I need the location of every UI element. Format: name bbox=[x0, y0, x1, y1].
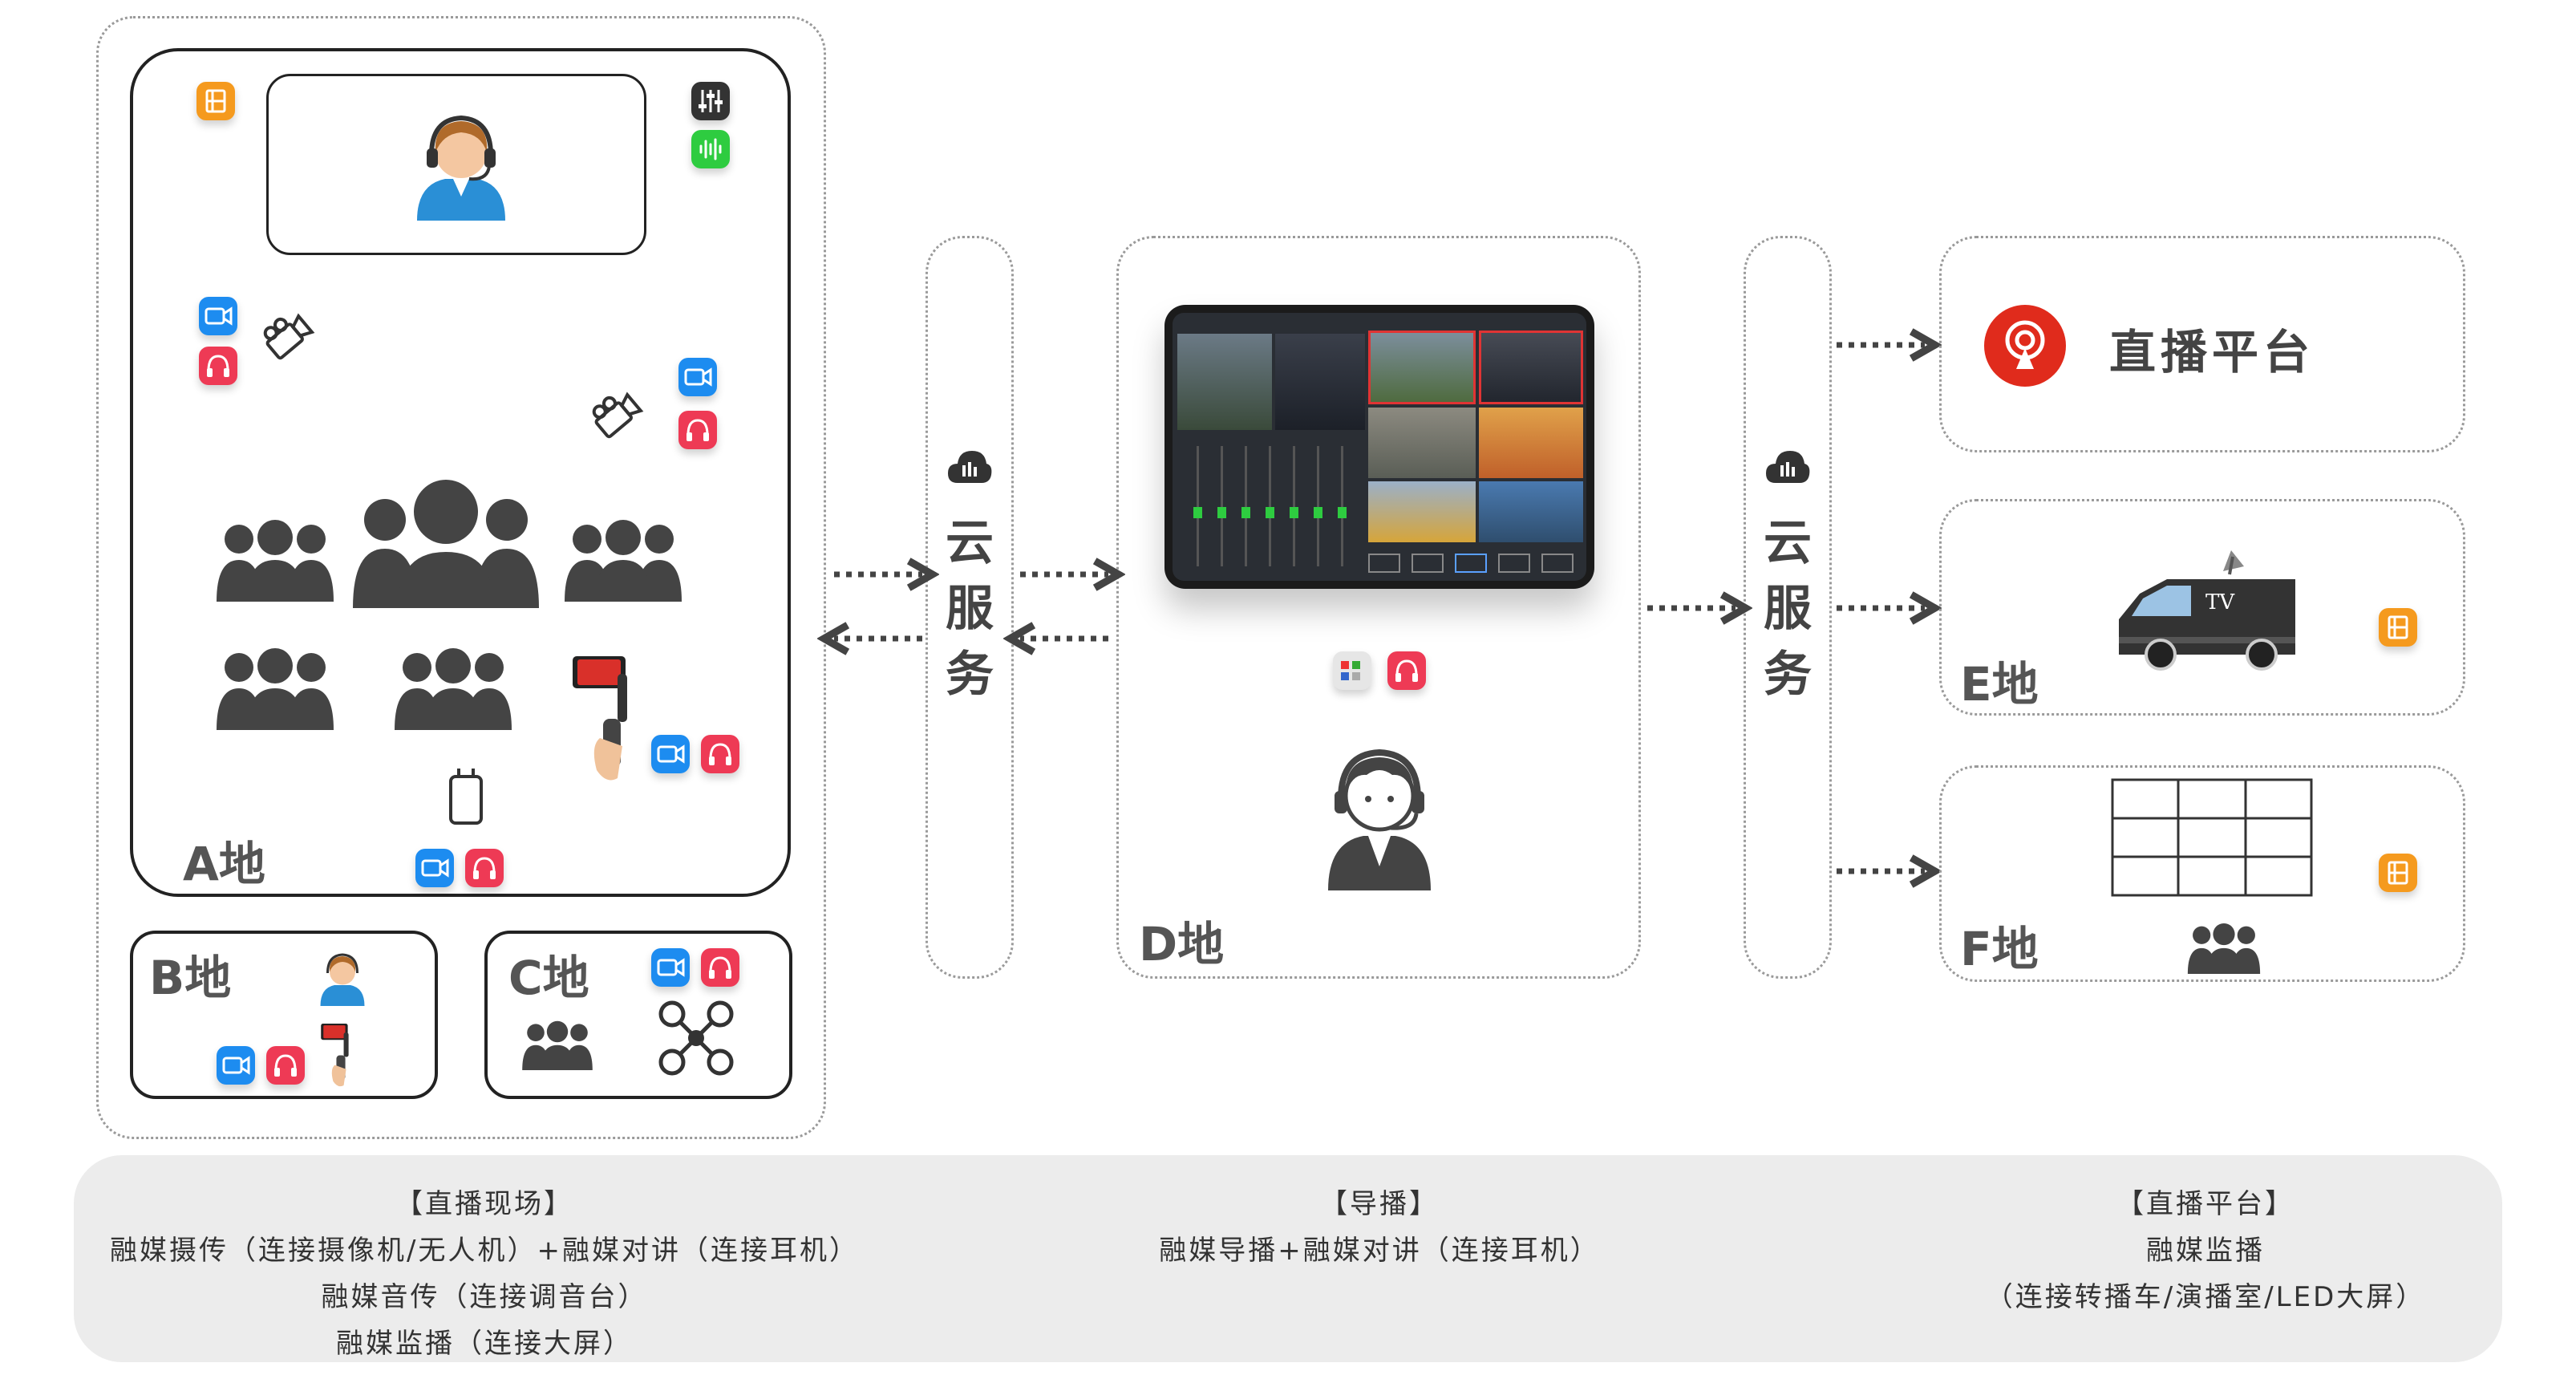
cloud-char: 云 bbox=[1764, 515, 1812, 571]
location-b-box bbox=[130, 931, 438, 1099]
crowd-icon bbox=[522, 1020, 593, 1070]
video-app-icon bbox=[415, 849, 454, 887]
talk-app-icon bbox=[465, 849, 504, 887]
caption-director: 【导播】 融媒导播+融媒对讲（连接耳机） bbox=[1059, 1181, 1700, 1274]
presenter-frame bbox=[266, 74, 646, 255]
broadcast-van-icon bbox=[2119, 550, 2295, 671]
location-d-box bbox=[1116, 236, 1641, 979]
video-app-icon bbox=[678, 358, 717, 396]
caption-line: （连接转播车/演播室/LED大屏） bbox=[1985, 1281, 2426, 1313]
talk-app-icon bbox=[678, 411, 717, 449]
caption-title: 【直播现场】 bbox=[395, 1188, 573, 1220]
cloud-service-left-label: 云 服 务 bbox=[930, 510, 1010, 708]
location-a-label: A地 bbox=[183, 837, 265, 891]
cloud-icon bbox=[1766, 451, 1810, 483]
cloud-char: 服 bbox=[1764, 581, 1812, 637]
caption-title: 【直播平台】 bbox=[2116, 1188, 2295, 1220]
location-f-label: F地 bbox=[1960, 922, 2039, 976]
talk-app-icon bbox=[199, 347, 237, 385]
location-e-box bbox=[1939, 499, 2465, 716]
led-wall-icon bbox=[2111, 778, 2313, 897]
platform-logo bbox=[1984, 305, 2066, 387]
crowd-icon bbox=[395, 648, 512, 730]
location-a-box bbox=[130, 48, 791, 897]
caption-platform: 【直播平台】 融媒监播 （连接转播车/演播室/LED大屏） bbox=[1885, 1181, 2526, 1320]
talk-app-icon bbox=[701, 735, 739, 773]
video-app-icon bbox=[651, 735, 690, 773]
location-c-label: C地 bbox=[508, 951, 589, 1005]
crowd-icon bbox=[2187, 923, 2261, 974]
cloud-char: 服 bbox=[946, 581, 994, 637]
large-crowd-icon bbox=[353, 480, 539, 608]
camera-icon bbox=[263, 313, 315, 360]
caption-line: 融媒监播 bbox=[2146, 1235, 2265, 1267]
location-c-box bbox=[484, 931, 792, 1099]
live-platform-box bbox=[1939, 236, 2465, 452]
talk-app-icon bbox=[701, 948, 739, 987]
caption-panel bbox=[74, 1155, 2502, 1362]
caption-line: 融媒音传（连接调音台） bbox=[321, 1281, 648, 1313]
camera-icon bbox=[592, 391, 644, 439]
crowd-icon bbox=[565, 520, 682, 602]
video-app-icon bbox=[199, 297, 237, 335]
caption-live-site: 【直播现场】 融媒摄传（连接摄像机/无人机）+融媒对讲（连接耳机） 融媒音传（连… bbox=[83, 1181, 885, 1367]
presenter-headset-icon bbox=[320, 953, 365, 1006]
cloud-service-right-label: 云 服 务 bbox=[1748, 510, 1828, 708]
mixer-icon bbox=[691, 82, 730, 120]
caption-line: 融媒摄传（连接摄像机/无人机）+融媒对讲（连接耳机） bbox=[110, 1235, 859, 1267]
gimbal-phone-icon bbox=[573, 656, 627, 781]
cloud-char: 务 bbox=[946, 647, 994, 703]
location-e-label: E地 bbox=[1960, 657, 2039, 712]
monitor-app-icon bbox=[2379, 608, 2417, 647]
video-app-icon bbox=[217, 1046, 255, 1085]
crowd-icon bbox=[217, 520, 334, 602]
crowd-icon bbox=[217, 648, 334, 730]
gimbal-phone-icon bbox=[321, 1024, 349, 1087]
van-label: TV bbox=[2205, 590, 2235, 614]
director-headset-icon bbox=[1328, 748, 1431, 890]
encoder-device-icon bbox=[449, 769, 483, 825]
caption-title: 【导播】 bbox=[1320, 1188, 1439, 1220]
monitor-app-icon bbox=[2379, 854, 2417, 892]
presenter-headset-icon bbox=[417, 115, 505, 221]
director-tablet bbox=[1164, 305, 1594, 589]
talk-app-icon bbox=[1387, 651, 1426, 690]
cloud-char: 务 bbox=[1764, 647, 1812, 703]
audio-app-icon bbox=[691, 130, 730, 168]
location-d-label: D地 bbox=[1139, 917, 1225, 971]
director-app-icon bbox=[1333, 651, 1371, 690]
cloud-icon bbox=[948, 451, 992, 483]
field-site-group bbox=[96, 16, 826, 1139]
cloud-service-left bbox=[925, 236, 1014, 979]
platform-title: 直播平台 bbox=[2109, 325, 2315, 379]
video-app-icon bbox=[651, 948, 690, 987]
drone-icon bbox=[658, 1000, 734, 1076]
caption-line: 融媒监播（连接大屏） bbox=[336, 1328, 633, 1360]
monitor-app-icon bbox=[196, 82, 235, 120]
talk-app-icon bbox=[266, 1046, 305, 1085]
location-f-box bbox=[1939, 765, 2465, 982]
cloud-char: 云 bbox=[946, 515, 994, 571]
caption-line: 融媒导播+融媒对讲（连接耳机） bbox=[1159, 1235, 1600, 1267]
location-b-label: B地 bbox=[149, 951, 232, 1005]
